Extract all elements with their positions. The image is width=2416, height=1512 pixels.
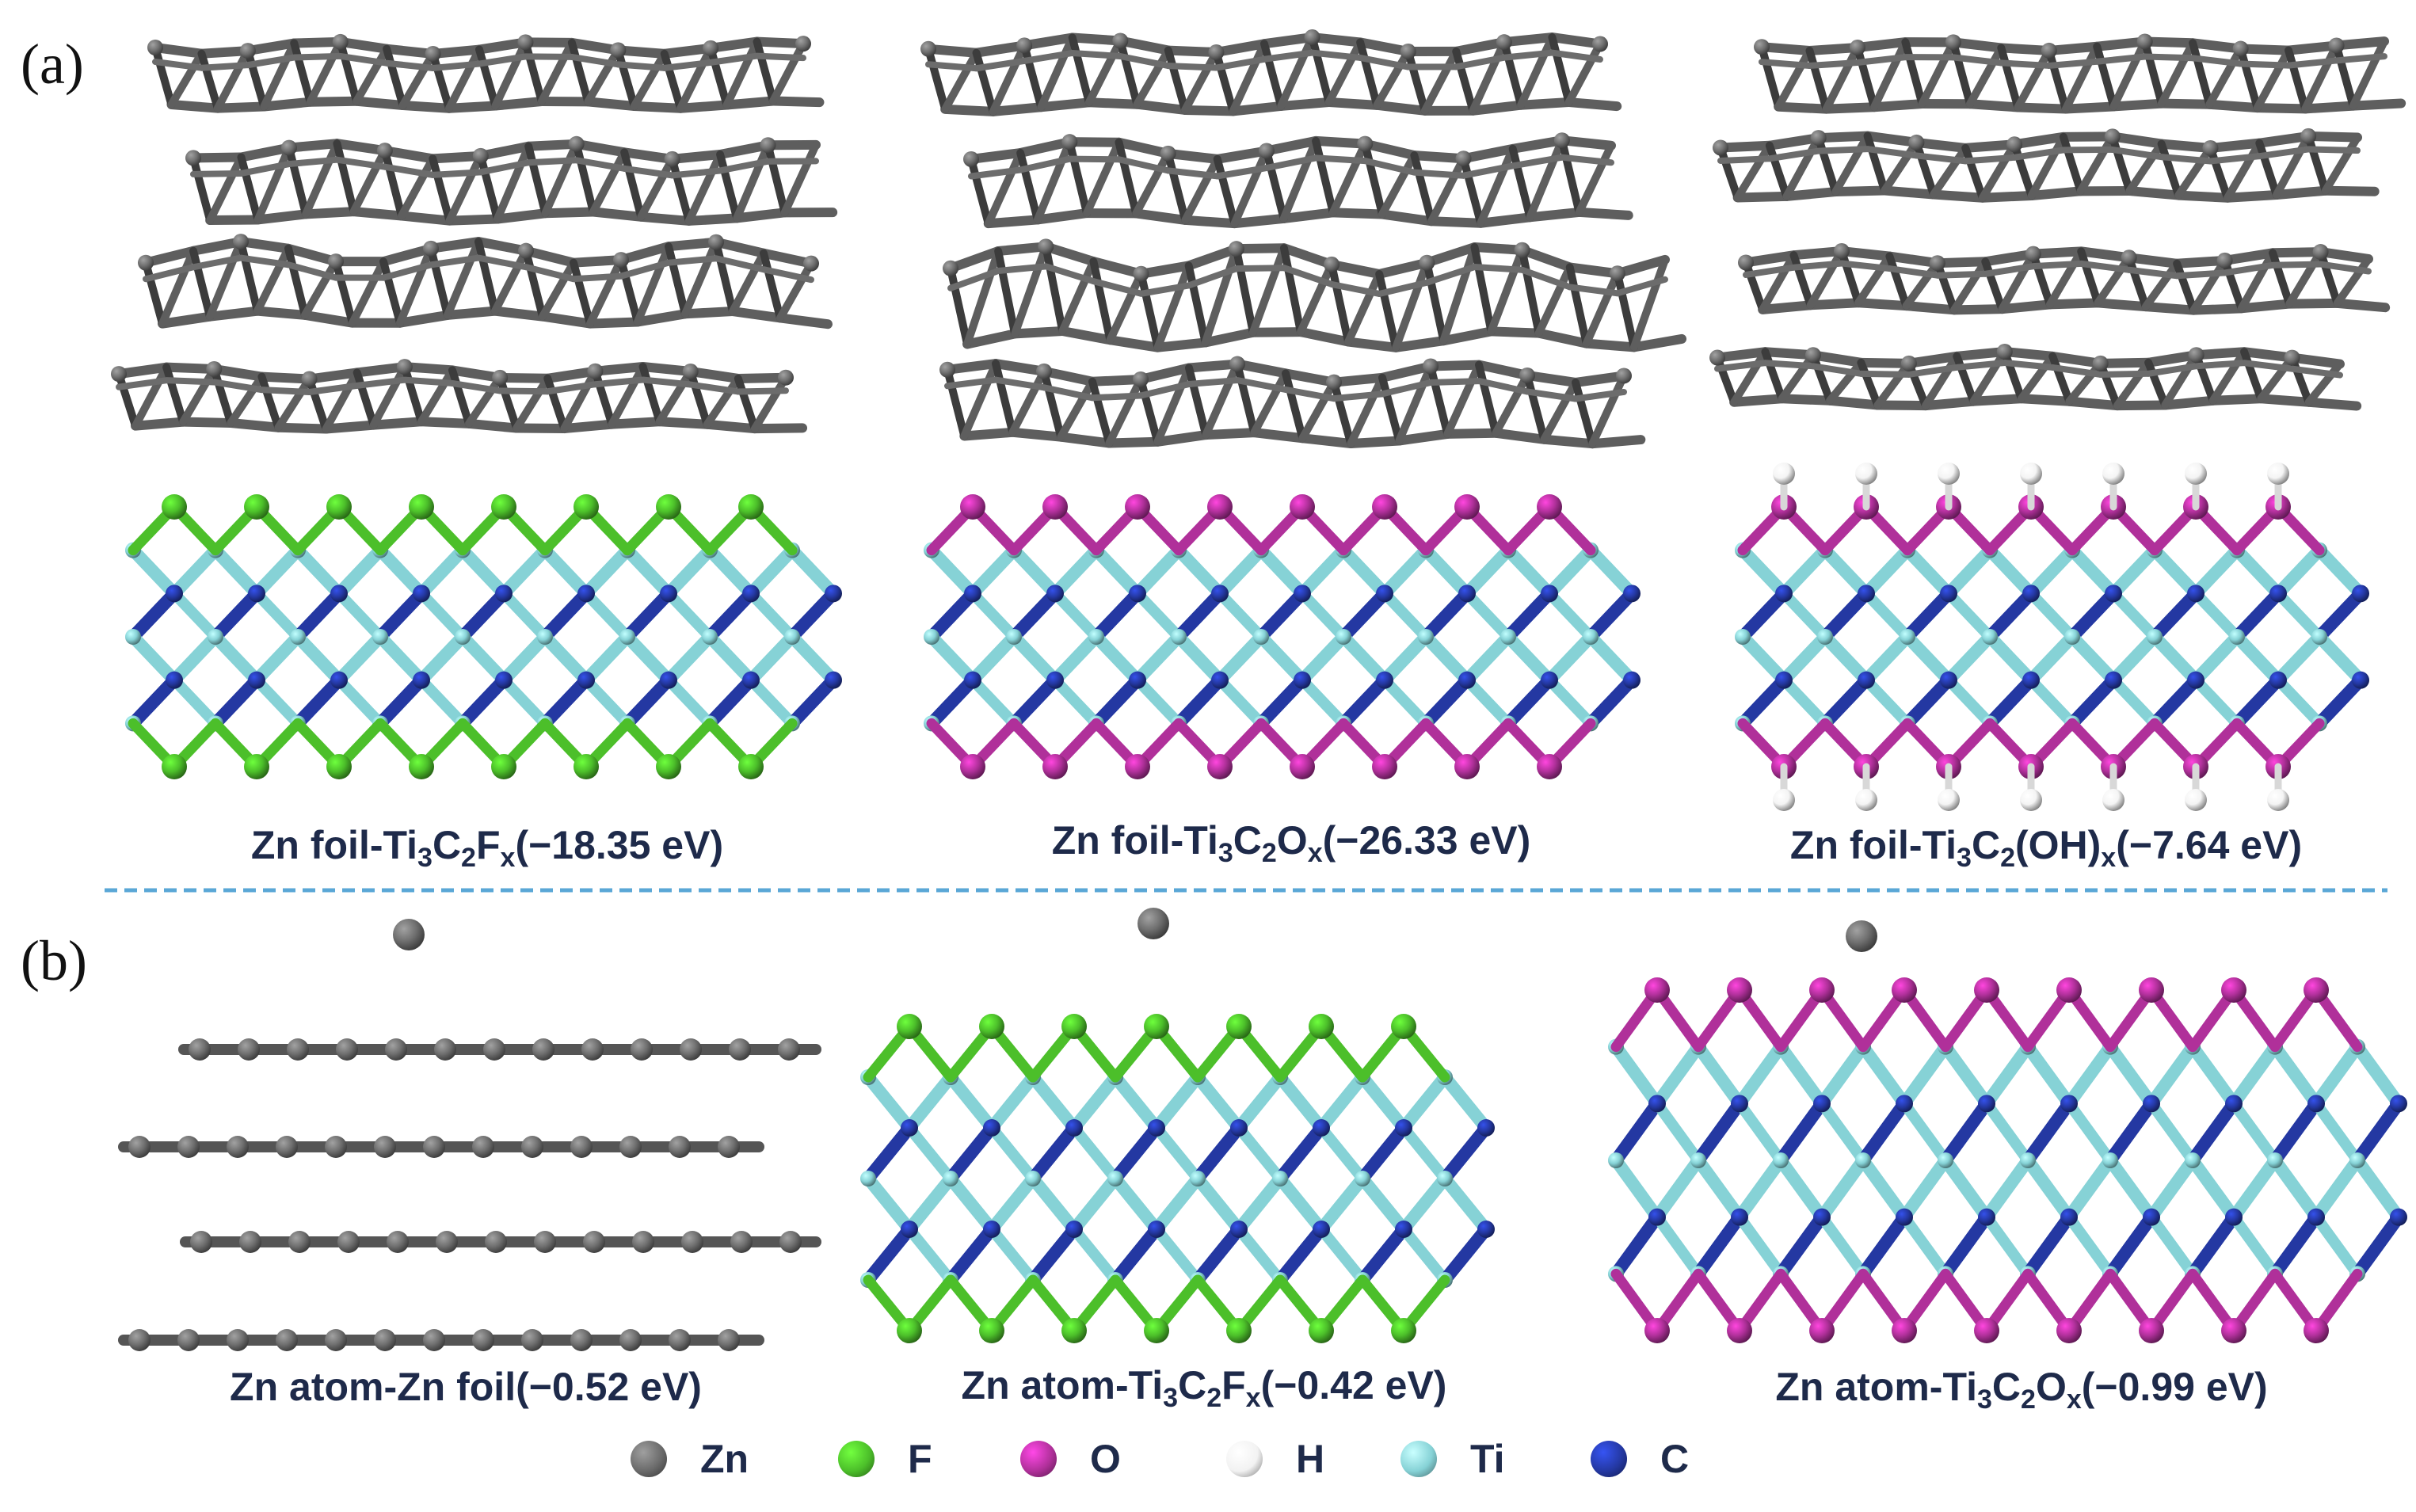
mxene-ti3c2ox-a <box>924 494 1641 779</box>
f-atom-icon <box>838 1441 875 1477</box>
caption-zn-atom-ti3c2fx: Zn atom-Ti3C2Fx(−0.42 eV) <box>962 1362 1447 1414</box>
zn-foil-flat-b <box>124 1038 816 1351</box>
h-atom-icon <box>1226 1441 1263 1477</box>
zn-foil-stack-a3 <box>1709 33 2401 406</box>
panel-label-a: (a) <box>21 32 84 97</box>
caption-zn-atom-ti3c2ox: Zn atom-Ti3C2Ox(−0.99 eV) <box>1775 1364 2267 1415</box>
mxene-ti3c2fx-b <box>860 1014 1495 1343</box>
ti-atom-icon <box>1400 1441 1437 1477</box>
c-atom-icon <box>1591 1441 1627 1477</box>
mxene-ti3c2ox-b <box>1608 977 2407 1343</box>
caption-zn-foil-ti3c2oh: Zn foil-Ti3C2(OH)x(−7.64 eV) <box>1790 822 2302 874</box>
adsorbed-zn-atoms <box>393 908 1877 952</box>
zn-foil-stack-a2 <box>920 29 1682 444</box>
caption-zn-foil-ti3c2fx: Zn foil-Ti3C2Fx(−18.35 eV) <box>251 822 723 874</box>
legend-item-f: F <box>838 1435 932 1483</box>
o-atom-icon <box>1020 1441 1057 1477</box>
legend-item-h: H <box>1226 1435 1324 1483</box>
mxene-ti3c2oh-a <box>1735 463 2369 811</box>
zn-atom-icon <box>631 1441 667 1477</box>
zn-foil-stack-a1 <box>111 34 833 429</box>
panel-label-b: (b) <box>21 928 87 994</box>
legend-item-o: O <box>1020 1435 1121 1483</box>
caption-zn-foil-ti3c2ox: Zn foil-Ti3C2Ox(−26.33 eV) <box>1052 817 1531 869</box>
legend-item-ti: Ti <box>1400 1435 1505 1483</box>
legend-item-c: C <box>1591 1435 1689 1483</box>
mxene-ti3c2fx-a <box>125 494 842 779</box>
caption-zn-atom-zn-foil: Zn atom-Zn foil(−0.52 eV) <box>230 1364 702 1410</box>
legend-item-zn: Zn <box>631 1435 749 1483</box>
